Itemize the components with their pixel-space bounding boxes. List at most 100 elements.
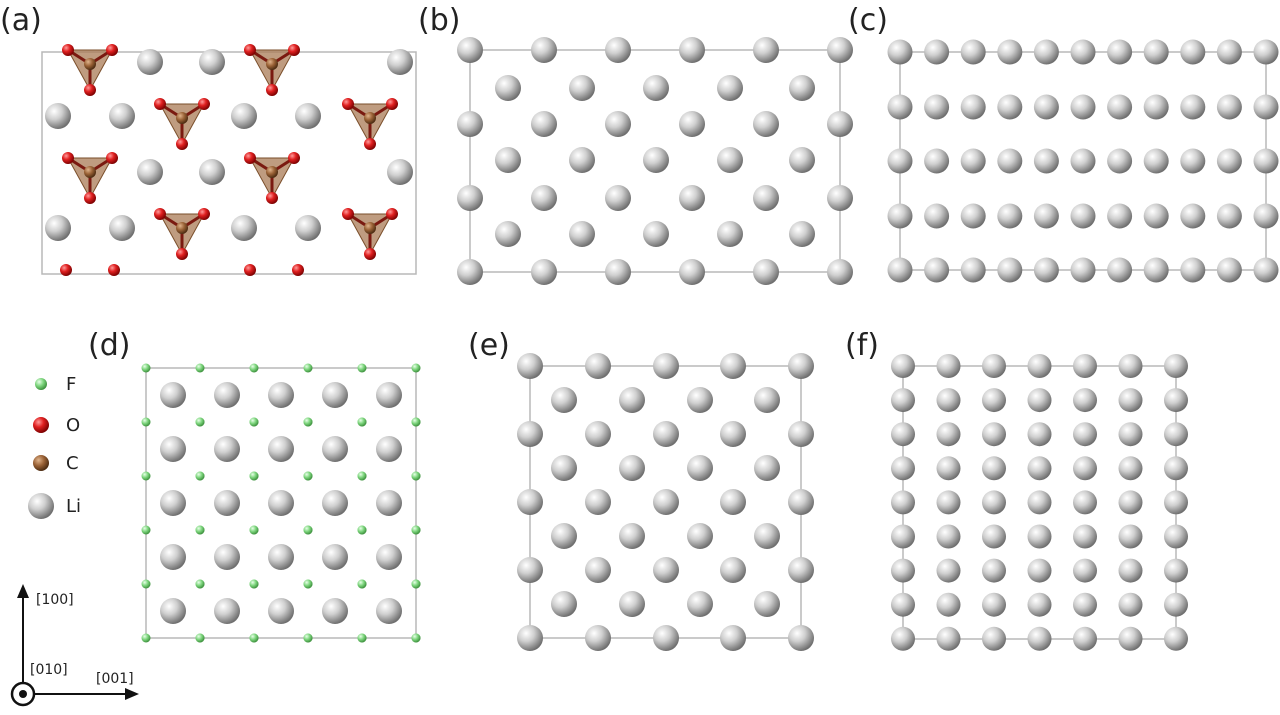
li-atom [268,382,294,408]
li-atom [1073,490,1097,515]
o-atom [266,192,278,204]
li-atom [788,421,814,447]
li-atom [982,524,1006,549]
li-atom [679,259,705,285]
axis-up-arrowhead [17,584,29,598]
li-atom [322,490,348,516]
li-atom [788,489,814,515]
f-atom [357,633,367,643]
li-atom [687,455,713,481]
li-atom [1143,39,1169,65]
li-atom [982,456,1006,481]
li-atom [997,257,1023,283]
li-atom [891,592,915,617]
li-atom [887,203,913,229]
legend-f-label: F [66,374,76,395]
f-atom [195,363,205,373]
li-atom [936,558,961,583]
li-atom [789,147,815,173]
li-atom [643,147,669,173]
li-atom [322,382,348,408]
li-atom [891,490,915,515]
li-atom [322,436,348,462]
f-atom [249,417,259,427]
li-atom [754,387,780,413]
li-atom [1027,456,1052,481]
li-atom [1027,592,1052,617]
f-atom [303,363,313,373]
li-atom [679,37,705,63]
li-atom [160,544,186,570]
li-atom [1073,524,1097,549]
li-atom [160,598,186,624]
li-atom [936,626,961,651]
f-atom [141,471,151,481]
li-atom [1073,422,1097,447]
li-atom [1070,148,1096,174]
unit-cell-b [469,49,841,273]
li-atom [1143,203,1169,229]
li-atom [605,259,631,285]
li-atom [788,557,814,583]
f-atom [249,471,259,481]
li-atom [687,591,713,617]
li-atom [1033,203,1059,229]
li-atom [643,221,669,247]
legend-f-atom [35,378,47,390]
li-atom [1118,592,1143,617]
li-atom [1164,490,1188,515]
f-atom [357,363,367,373]
legend: F O C Li [28,374,81,519]
li-atom [214,382,240,408]
f-atom [357,525,367,535]
li-atom [585,625,611,651]
li-atom [1073,388,1097,413]
li-atom [605,111,631,137]
li-atom [1143,148,1169,174]
li-atom [551,591,577,617]
li-atom [605,37,631,63]
li-atom [936,456,961,481]
f-atom [249,579,259,589]
li-atom [1216,203,1242,229]
li-atom [997,94,1023,120]
li-atom [605,185,631,211]
li-atom [924,203,950,229]
li-atom [887,257,913,283]
o-atom [84,84,96,96]
c-atom [84,166,96,178]
f-atom [357,579,367,589]
li-atom [322,544,348,570]
li-atom [495,147,521,173]
li-atom [1027,388,1052,413]
li-atom [569,75,595,101]
panel-label-e: (e) [468,328,510,363]
li-atom [137,49,163,75]
f-atom [411,471,421,481]
li-atom [109,103,135,129]
li-atom [551,387,577,413]
o-atom [244,152,256,164]
panel-label-f: (f) [845,328,879,363]
li-atom [214,544,240,570]
li-atom [936,524,961,549]
panel-label-a: (a) [0,3,42,38]
li-atom [268,598,294,624]
li-atom [887,148,913,174]
li-atom [891,422,915,447]
li-atom [887,94,913,120]
o-atom [266,84,278,96]
li-atom [997,39,1023,65]
o-atom [176,138,188,150]
li-atom [924,94,950,120]
o-atom [198,98,210,110]
f-atom [195,417,205,427]
li-atom [754,455,780,481]
li-atom [936,388,961,413]
li-atom [109,215,135,241]
li-atom [982,422,1006,447]
li-atom [619,387,645,413]
c-atom [266,58,278,70]
f-atom [411,579,421,589]
li-atom [1027,354,1052,378]
